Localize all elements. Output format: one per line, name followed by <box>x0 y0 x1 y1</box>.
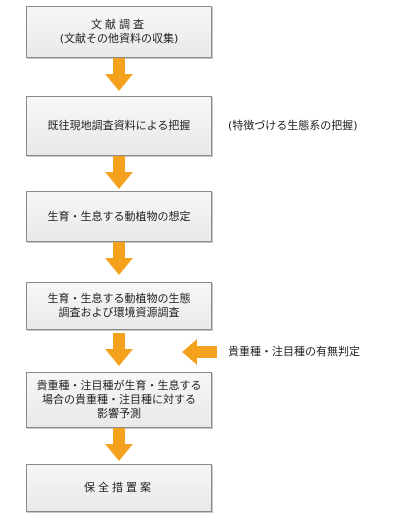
note-characteristic-ecosystem: (特徴づける生態系の把握) <box>228 119 358 132</box>
step-conservation-plan: 保全措置案 <box>26 464 212 512</box>
step-impact-prediction: 貴重種・注目種が生育・生息する 場合の貴重種・注目種に対する 影響予測 <box>26 372 212 428</box>
step-assumed-flora-fauna: 生育・生息する動植物の想定 <box>26 191 212 242</box>
down-arrow-icon <box>105 428 133 461</box>
down-arrow-icon <box>105 58 133 91</box>
step-literature-survey-sub: (文献その他資料の収集) <box>59 32 179 45</box>
step-impact-prediction-line3: 影響予測 <box>97 407 141 420</box>
step-impact-prediction-line1: 貴重種・注目種が生育・生息する <box>36 379 202 392</box>
step-existing-survey-data-label: 既往現地調査資料による把握 <box>47 119 191 132</box>
step-impact-prediction-line2: 場合の貴重種・注目種に対する <box>42 393 196 406</box>
step-ecology-survey-line2: 調査および環境資源調査 <box>58 306 180 319</box>
step-literature-survey-title: 文献調査 <box>91 18 147 31</box>
step-ecology-survey-line1: 生育・生息する動植物の生態 <box>47 292 191 305</box>
down-arrow-icon <box>105 156 133 189</box>
step-assumed-flora-fauna-label: 生育・生息する動植物の想定 <box>47 209 191 223</box>
step-existing-survey-data: 既往現地調査資料による把握 <box>26 96 212 156</box>
step-ecology-survey: 生育・生息する動植物の生態 調査および環境資源調査 <box>26 282 212 330</box>
left-arrow-icon <box>182 339 217 365</box>
step-literature-survey: 文献調査 (文献その他資料の収集) <box>26 6 212 58</box>
down-arrow-icon <box>105 242 133 275</box>
note-rare-species-check: 貴重種・注目種の有無判定 <box>228 345 360 358</box>
step-conservation-plan-label: 保全措置案 <box>84 481 154 494</box>
down-arrow-icon <box>105 333 133 366</box>
